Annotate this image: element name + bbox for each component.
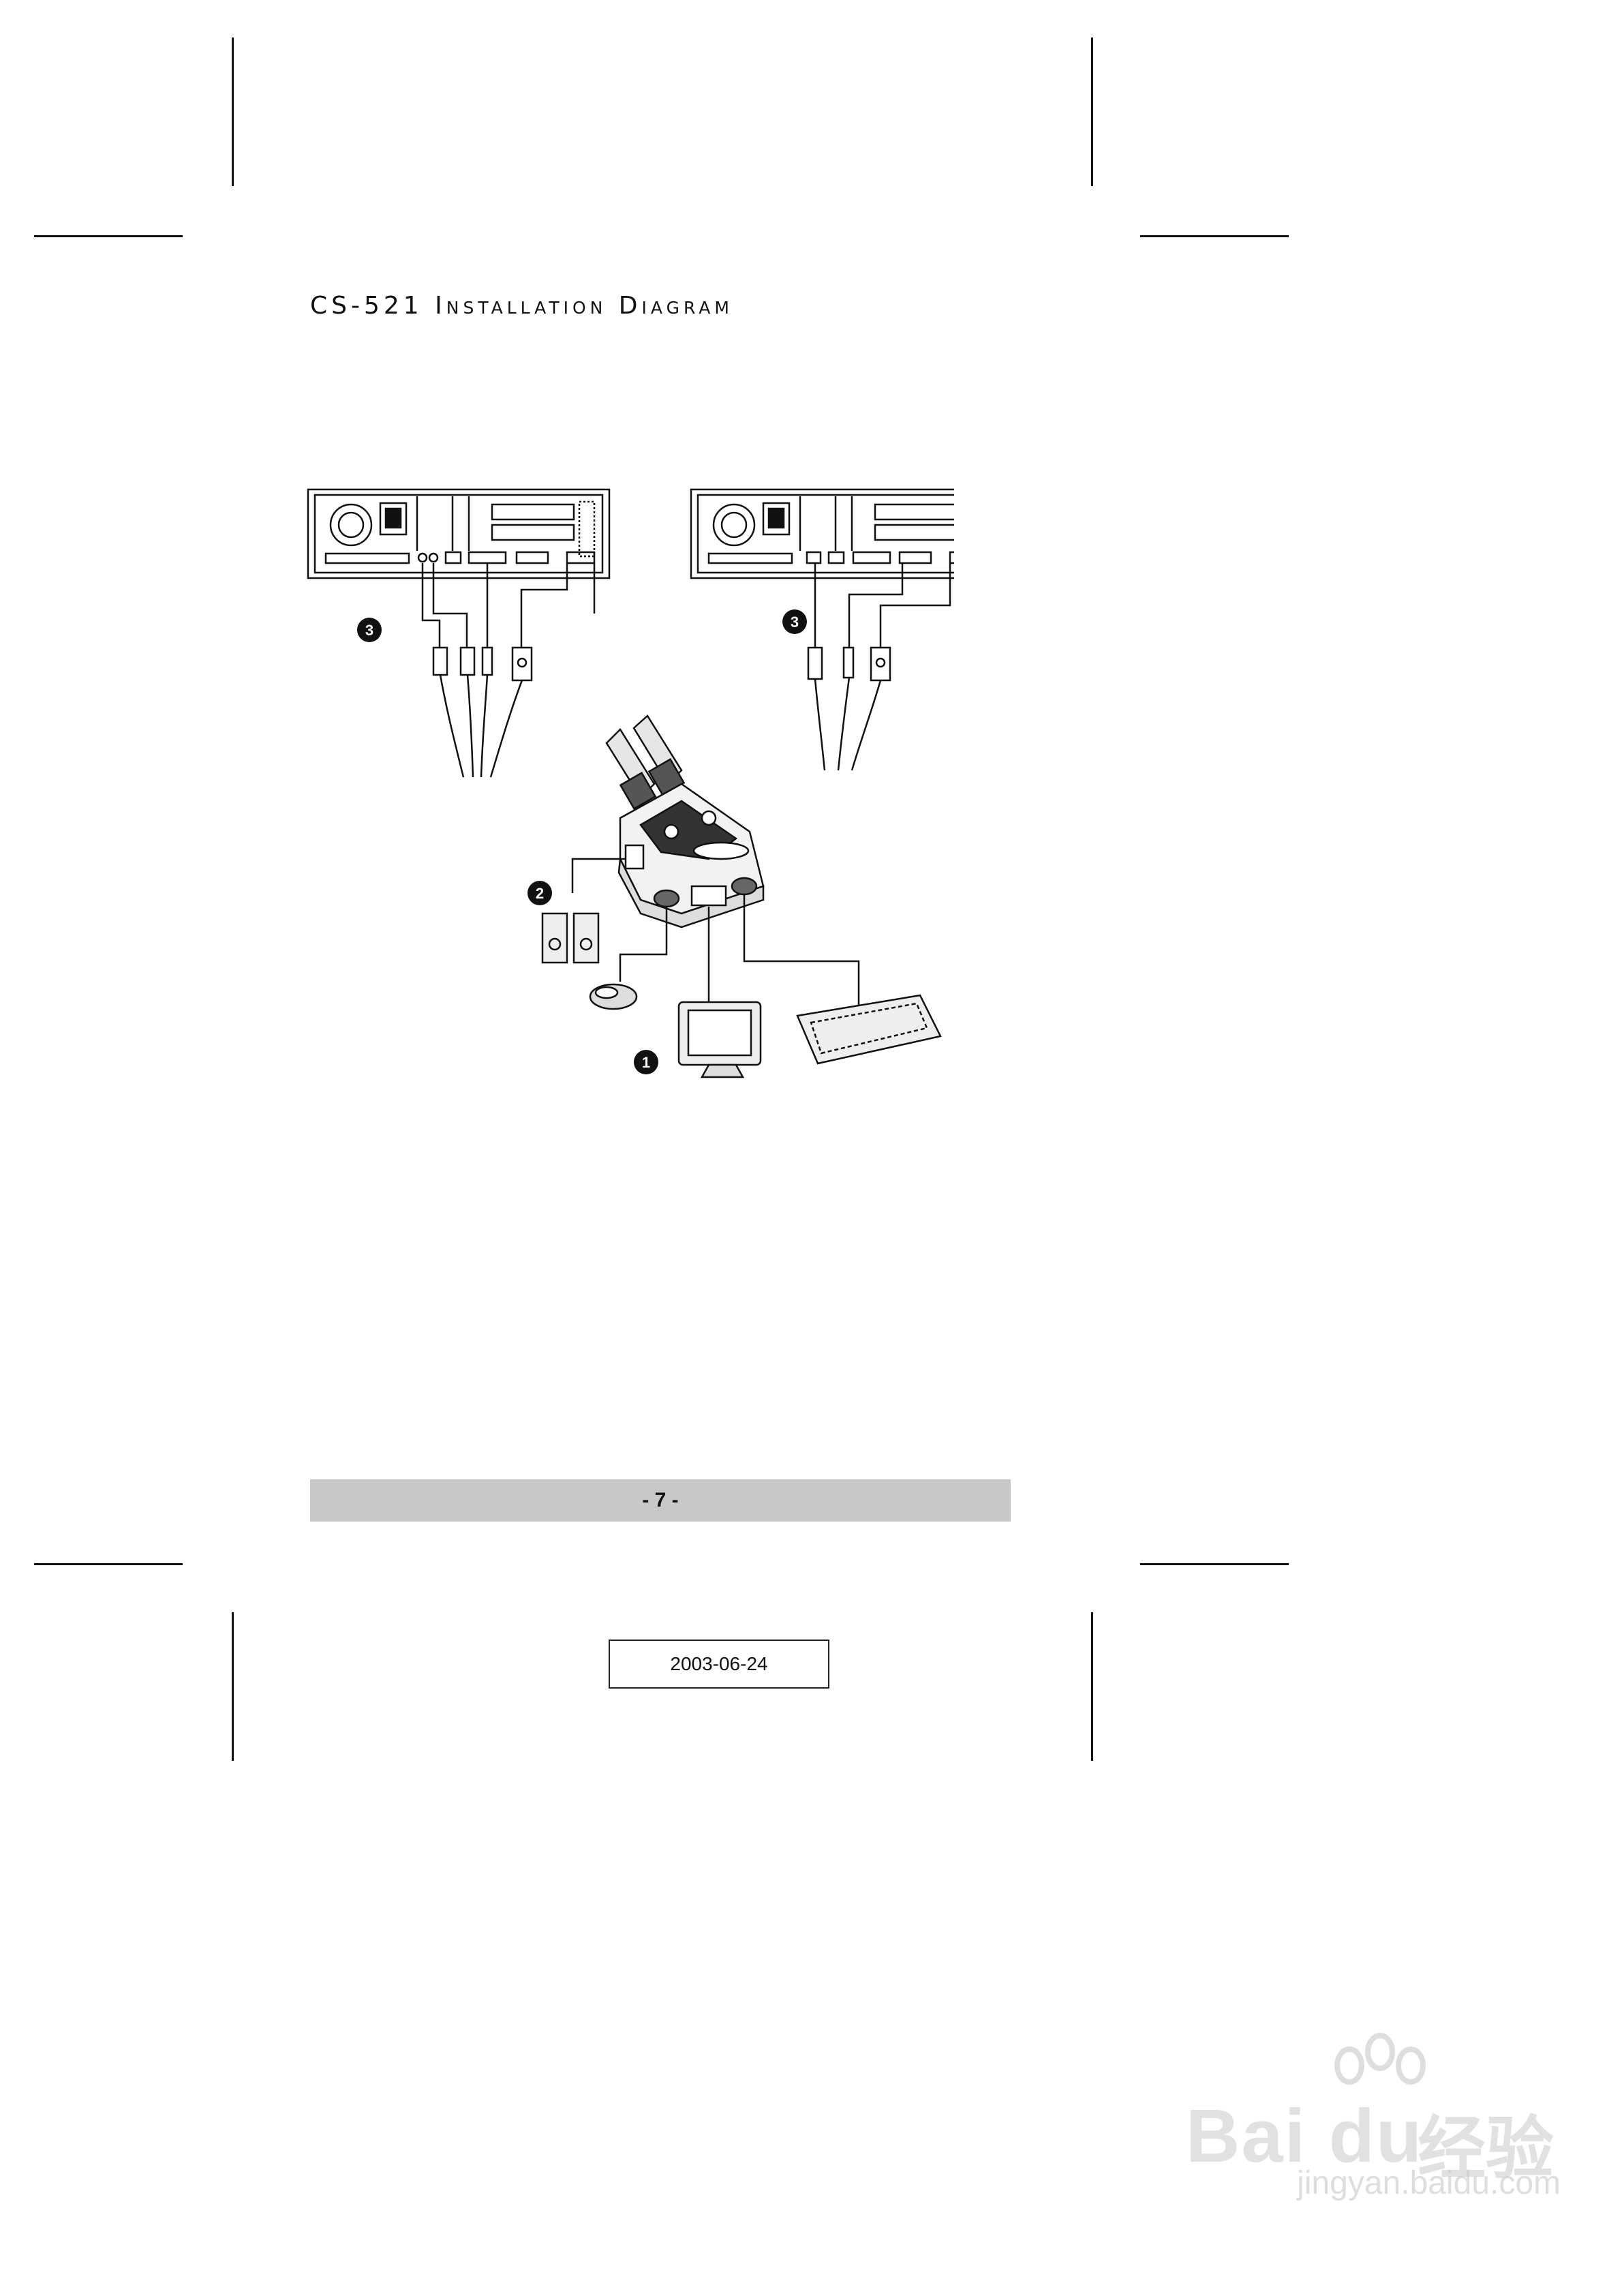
crop-mark-top-right-horizontal	[1140, 235, 1289, 237]
watermark-brand-cn: 经验	[1418, 2109, 1554, 2188]
crop-mark-top-left-vertical	[232, 37, 234, 186]
paw-icon	[1334, 2033, 1426, 2085]
baidu-watermark: Bai du 经验 jingyan.baidu.com	[1152, 2031, 1561, 2201]
watermark-url: jingyan.baidu.com	[1297, 2165, 1561, 2201]
watermark-brand: Bai du	[1186, 2094, 1424, 2178]
svg-text:3: 3	[365, 622, 373, 639]
svg-text:3: 3	[791, 614, 799, 631]
mouse-icon	[589, 983, 638, 1010]
crop-mark-top-left-horizontal	[34, 235, 183, 237]
crop-mark-bottom-right-horizontal	[1140, 1563, 1289, 1565]
callout-3-left: 3	[357, 618, 382, 642]
kvm-switch-icon	[605, 714, 765, 928]
crop-mark-bottom-left-vertical	[232, 1612, 234, 1761]
crop-mark-bottom-right-vertical	[1091, 1612, 1093, 1761]
keyboard-icon	[796, 994, 942, 1065]
callout-2: 2	[527, 881, 552, 905]
page-footer-bar: - 7 -	[310, 1479, 1011, 1522]
computer-right-icon	[690, 488, 954, 579]
callout-1: 1	[634, 1050, 658, 1074]
svg-text:1: 1	[642, 1054, 650, 1071]
crop-mark-bottom-left-horizontal	[34, 1563, 183, 1565]
speakers-icon	[541, 912, 600, 964]
callout-3-right: 3	[782, 609, 807, 634]
monitor-icon	[677, 1001, 762, 1078]
date-box: 2003-06-24	[609, 1640, 829, 1689]
crop-mark-top-right-vertical	[1091, 37, 1093, 186]
svg-text:2: 2	[536, 885, 544, 902]
computer-left-icon	[307, 488, 611, 579]
installation-diagram: 3 3 2 1	[307, 488, 954, 1078]
page-number: - 7 -	[642, 1489, 679, 1511]
page-title: CS-521 Installation Diagram	[310, 292, 733, 320]
